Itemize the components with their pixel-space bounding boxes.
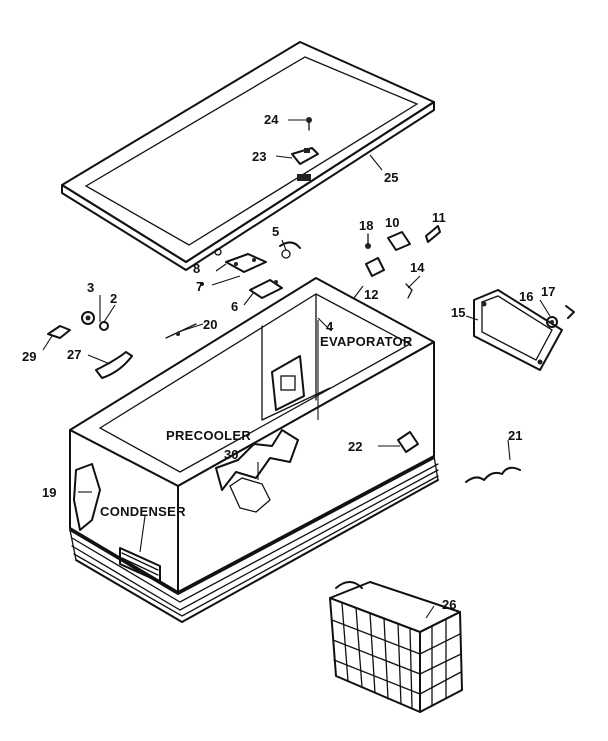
part-22: 22 — [348, 439, 362, 454]
precooler-label: PRECOOLER — [166, 428, 251, 443]
evaporator-panel — [271, 320, 319, 420]
part-27: 27 — [67, 347, 81, 362]
part-8: 8 — [193, 261, 200, 276]
part-26: 26 — [442, 597, 456, 612]
basket — [329, 581, 463, 713]
lid-leader — [369, 154, 383, 171]
condenser-grille — [119, 547, 161, 583]
hinge-assembly — [200, 241, 301, 299]
part-18: 18 — [359, 218, 373, 233]
part-30: 30 — [224, 447, 238, 462]
lid-latch — [275, 147, 319, 165]
evaporator-label: EVAPORATOR — [320, 334, 413, 349]
part-21: 21 — [508, 428, 522, 443]
component-labels: EVAPORATOR PRECOOLER CONDENSER — [100, 334, 413, 519]
part-20: 20 — [203, 317, 217, 332]
part-19: 19 — [42, 485, 56, 500]
lid-screw — [288, 117, 312, 131]
part-16: 16 — [519, 289, 533, 304]
access-cover — [473, 289, 575, 371]
part-23: 23 — [252, 149, 266, 164]
cabinet — [69, 277, 439, 623]
drain-parts — [397, 431, 521, 483]
part-2: 2 — [110, 291, 117, 306]
part-4: 4 — [326, 319, 334, 334]
part-29: 29 — [22, 349, 36, 364]
condenser-label: CONDENSER — [100, 504, 186, 519]
part-15: 15 — [451, 305, 465, 320]
part-6: 6 — [231, 299, 238, 314]
part-10: 10 — [385, 215, 399, 230]
part-12: 12 — [364, 287, 378, 302]
part-25: 25 — [384, 170, 398, 185]
part-11: 11 — [432, 210, 446, 225]
leader-lines — [42, 239, 551, 619]
part-24: 24 — [264, 112, 279, 127]
part-3: 3 — [87, 280, 94, 295]
part-5: 5 — [272, 224, 279, 239]
thermostat-parts — [365, 225, 441, 299]
lid — [61, 41, 435, 271]
part-14: 14 — [410, 260, 425, 275]
part-7: 7 — [196, 279, 203, 294]
part-17: 17 — [541, 284, 555, 299]
part-number-labels: 24 23 25 18 10 11 5 8 7 6 14 12 15 16 17… — [22, 112, 555, 612]
